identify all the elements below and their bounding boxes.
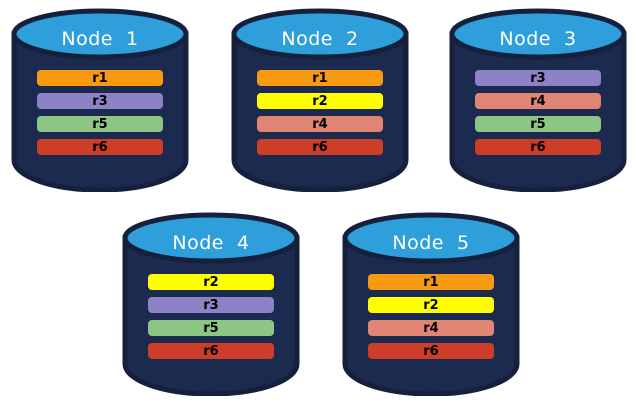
replica-bar[interactable]: r3 xyxy=(37,93,163,109)
replica-bar[interactable]: r5 xyxy=(475,116,601,132)
replica-bar[interactable]: r6 xyxy=(257,139,383,155)
node-cylinder-2[interactable]: Node 2 r1 r2 r4 r6 xyxy=(231,8,409,192)
replica-bar[interactable]: r4 xyxy=(257,116,383,132)
replica-bar[interactable]: r6 xyxy=(37,139,163,155)
replica-bar[interactable]: r6 xyxy=(475,139,601,155)
replica-list: r1 r2 r4 r6 xyxy=(342,274,520,359)
replica-bar[interactable]: r2 xyxy=(257,93,383,109)
node-title: Node 5 xyxy=(392,232,470,254)
node-cylinder-1[interactable]: Node 1 r1 r3 r5 r6 xyxy=(11,8,189,192)
node-cylinder-4[interactable]: Node 4 r2 r3 r5 r6 xyxy=(122,212,300,396)
replica-list: r1 r3 r5 r6 xyxy=(11,70,189,155)
replica-bar[interactable]: r4 xyxy=(475,93,601,109)
node-cylinder-3[interactable]: Node 3 r3 r4 r5 r6 xyxy=(449,8,627,192)
replica-bar[interactable]: r5 xyxy=(37,116,163,132)
replica-bar[interactable]: r3 xyxy=(148,297,274,313)
replica-bar[interactable]: r1 xyxy=(257,70,383,86)
node-title: Node 1 xyxy=(61,28,139,50)
replica-bar[interactable]: r2 xyxy=(148,274,274,290)
node-title: Node 2 xyxy=(281,28,359,50)
replica-bar[interactable]: r6 xyxy=(368,343,494,359)
node-title: Node 3 xyxy=(499,28,577,50)
replica-bar[interactable]: r2 xyxy=(368,297,494,313)
replica-bar[interactable]: r5 xyxy=(148,320,274,336)
replica-bar[interactable]: r6 xyxy=(148,343,274,359)
replica-bar[interactable]: r1 xyxy=(37,70,163,86)
replica-bar[interactable]: r1 xyxy=(368,274,494,290)
replica-bar[interactable]: r4 xyxy=(368,320,494,336)
node-title: Node 4 xyxy=(172,232,250,254)
replica-list: r1 r2 r4 r6 xyxy=(231,70,409,155)
node-cylinder-5[interactable]: Node 5 r1 r2 r4 r6 xyxy=(342,212,520,396)
replica-bar[interactable]: r3 xyxy=(475,70,601,86)
replica-list: r3 r4 r5 r6 xyxy=(449,70,627,155)
replica-list: r2 r3 r5 r6 xyxy=(122,274,300,359)
